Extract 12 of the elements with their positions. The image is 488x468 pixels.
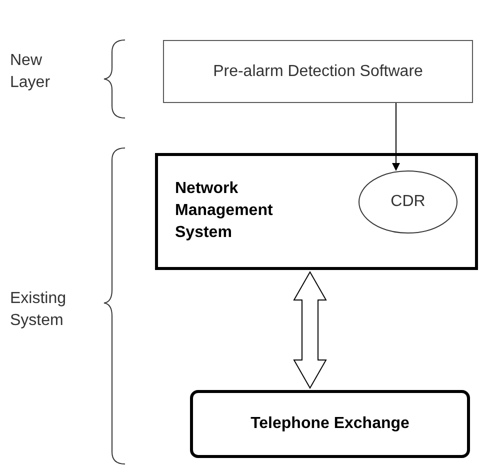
process-box [163,40,473,103]
ellipse-node [358,170,458,234]
node-label: Pre-alarm Detection Software [213,62,423,82]
node-label: Telephone Exchange [250,414,410,434]
layer-label: Existing System [10,290,66,329]
layer-label: New Layer [10,52,50,91]
double-arrow [293,271,327,389]
rounded-box [190,390,470,458]
system-box [155,153,478,270]
node-title: Network Management System [175,180,273,241]
node-label: CDR [390,192,426,212]
arrow [392,102,400,171]
